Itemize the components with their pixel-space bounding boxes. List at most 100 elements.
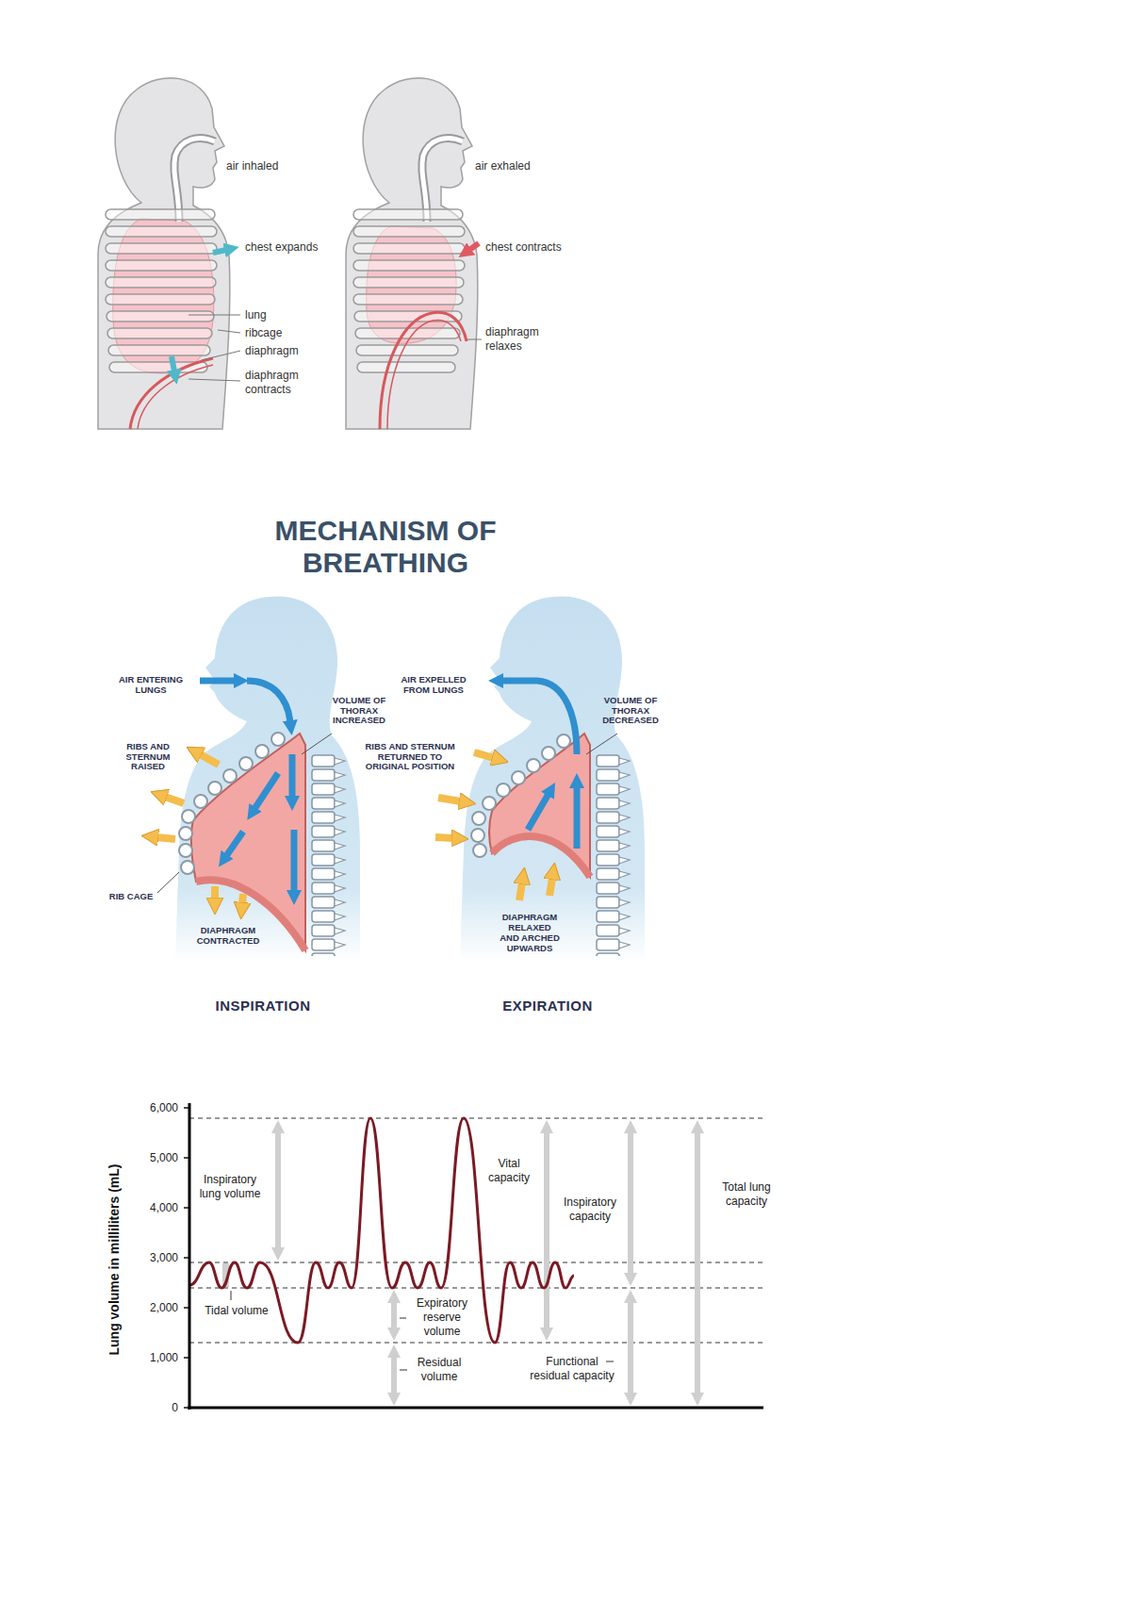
axis-tick-label: 0 (171, 1400, 179, 1414)
text-slot: lung (245, 308, 267, 323)
inspiration-thorax-part-part (246, 680, 291, 722)
expiration-thorax-part-part (511, 770, 525, 785)
inspiration-thorax-part-part (199, 677, 236, 685)
text-slot: RIB CAGE (109, 891, 153, 902)
spirogram-chart-part-part (391, 1300, 397, 1329)
inspiration-thorax-part-part (199, 754, 219, 765)
inspiration-thorax (156, 680, 332, 951)
inspiration-thorax-part-part (179, 843, 193, 857)
inspiration-thorax-part (301, 733, 332, 754)
expiration-thorax-part-part (527, 793, 549, 830)
inhale-figure-part-part (217, 329, 241, 333)
text-slot: AIR EXPELLED FROM LUNGS (392, 674, 476, 696)
exhale-figure-part (345, 78, 478, 429)
volume-label: Functional residual capacity (526, 1354, 618, 1383)
exhale-figure-part (379, 311, 467, 429)
text-slot: MECHANISM OF BREATHING (244, 514, 527, 580)
text-slot: DIAPHRAGM RELAXED AND ARCHED UPWARDS (498, 912, 561, 954)
text-slot: Total lung capacity (711, 1180, 782, 1209)
axis-tick-label: 3,000 (149, 1250, 179, 1264)
exhale-figure-part (467, 339, 482, 341)
body-silhouette (175, 595, 361, 962)
text-slot: Expiratory reserve volume (410, 1295, 474, 1339)
text-slot: VOLUME OF THORAX INCREASED (328, 695, 391, 727)
text-slot: Tidal volume (204, 1303, 269, 1318)
inhale-figure-part (105, 209, 217, 373)
callout-label: DIAPHRAGM RELAXED AND ARCHED UPWARDS (498, 912, 561, 954)
inspiration-thorax-part-part (164, 796, 184, 804)
callout-label: RIBS AND STERNUM RETURNED TO ORIGINAL PO… (358, 741, 462, 773)
spirogram-chart-part-part (543, 1131, 550, 1329)
text-slot: air exhaled (475, 159, 531, 174)
inspiration-thorax-part-part (156, 836, 176, 839)
text-slot: EXPIRATION (502, 997, 593, 1014)
spirogram-chart-part-part (391, 1355, 397, 1394)
part-label: diaphragm relaxes (485, 325, 552, 354)
inhale-figure-part (98, 78, 230, 429)
text-slot: 6,000 (149, 1100, 179, 1115)
axis-tick-label: 2,000 (149, 1300, 179, 1314)
volume-label: Residual volume (408, 1355, 471, 1384)
expiration-thorax-part (471, 734, 571, 857)
text-slot: 4,000 (149, 1200, 179, 1214)
text-slot: RIBS AND STERNUM RAISED (118, 741, 178, 773)
exhale-figure-part (469, 243, 479, 250)
diagram-title: MECHANISM OF BREATHING (244, 514, 527, 580)
inspiration-thorax-part (191, 733, 306, 951)
volume-label: Inspiratory capacity (558, 1195, 622, 1224)
spirogram-chart-part-part (694, 1131, 701, 1394)
body-silhouette (459, 595, 645, 962)
inspiration-thorax-part (156, 754, 244, 904)
text-slot: Lung volume in milliliters (mL) (106, 1163, 122, 1355)
expiration-thorax-part-part (474, 752, 494, 758)
expiration-thorax-part-part (472, 811, 486, 825)
inhale-figure-part (171, 356, 175, 372)
inspiration-thorax-part-part (271, 732, 285, 746)
text-slot: Functional residual capacity (526, 1354, 618, 1383)
part-label: ribcage (245, 326, 282, 341)
inspiration-thorax-part (199, 680, 295, 892)
expiration-thorax-part-part (541, 746, 556, 760)
inhale-figure-part (137, 364, 214, 429)
inspiration-thorax-part-part (291, 829, 298, 892)
expiration-thorax-part (435, 752, 553, 901)
exhale-figure (345, 78, 482, 429)
text-slot: DIAPHRAGM CONTRACTED (190, 925, 266, 947)
text-slot: Residual volume (408, 1355, 471, 1384)
text-slot: Vital capacity (480, 1156, 538, 1185)
expiration-thorax-part-part (549, 877, 553, 896)
inhale-figure-part (213, 249, 227, 253)
inspiration-thorax-part-part (211, 885, 219, 900)
text-slot: air inhaled (226, 159, 279, 174)
expiration-thorax-part (586, 733, 618, 754)
inspiration-thorax-part-part (181, 809, 196, 823)
inspiration-thorax-part-part (208, 781, 222, 795)
inhale-figure-part-part (188, 378, 241, 381)
axis-tick-label: 4,000 (149, 1200, 179, 1214)
inspiration-thorax-part-part (255, 744, 269, 758)
spirogram-chart-part-part (189, 1117, 766, 1119)
spirogram-chart-part-part (627, 1131, 634, 1275)
callout-label: RIBS AND STERNUM RAISED (118, 741, 178, 773)
exhale-figure-part (353, 209, 465, 373)
expiration-thorax-part (489, 733, 591, 877)
spirogram-chart-part (187, 1406, 764, 1410)
inspiration-thorax-part-part (239, 756, 253, 771)
volume-label: Tidal volume (204, 1303, 269, 1318)
spirogram-chart-part (188, 1102, 192, 1410)
volume-label: Inspiratory lung volume (194, 1172, 266, 1201)
spirogram-chart-part-part (189, 1342, 766, 1344)
callout-label: AIR ENTERING LUNGS (109, 674, 193, 696)
phase-caption: INSPIRATION (214, 997, 311, 1014)
expiration-thorax-part-part (471, 828, 485, 842)
phase-caption: EXPIRATION (502, 997, 593, 1014)
inspiration-thorax-part-part (242, 893, 244, 904)
text-slot: 0 (171, 1400, 179, 1414)
part-label: chest contracts (485, 240, 562, 255)
spirogram-chart-part-part (230, 1290, 232, 1300)
axis-tick-label: 6,000 (149, 1100, 179, 1115)
text-slot: chest contracts (485, 240, 562, 255)
callout-label: VOLUME OF THORAX INCREASED (328, 695, 391, 727)
text-slot: RIBS AND STERNUM RETURNED TO ORIGINAL PO… (358, 741, 462, 773)
expiration-thorax-part-part (438, 797, 461, 802)
